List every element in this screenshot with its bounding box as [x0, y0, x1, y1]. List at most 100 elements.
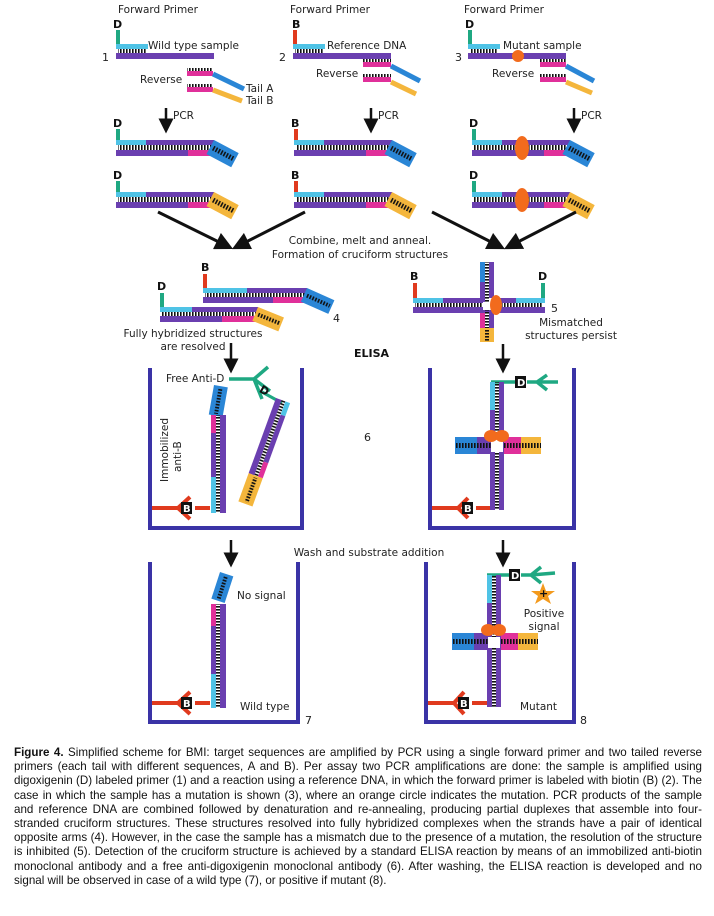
mutation-marker — [492, 624, 506, 636]
base-pairs — [296, 197, 392, 202]
well-6-mutant-elisa: D B — [428, 368, 576, 530]
digoxigenin-tag: D — [538, 270, 547, 283]
base-pairs — [295, 49, 323, 53]
strand-segment — [544, 202, 570, 208]
strand-segment — [490, 410, 495, 510]
dig-tag-box — [509, 569, 520, 581]
combine-label-line2: Formation of cruciform structures — [272, 249, 448, 261]
well-6-wild-type-elisa: Free Anti-D D Immobilized anti-B — [148, 365, 304, 530]
strand-segment — [203, 297, 273, 303]
sample-label: Reference DNA — [327, 40, 407, 52]
arrow-2-to-4 — [231, 210, 306, 250]
base-pairs — [244, 477, 258, 503]
strand-segment — [472, 202, 544, 208]
tail-b — [389, 79, 418, 97]
panel-number: 3 — [455, 51, 462, 64]
label-stem — [160, 293, 164, 307]
bmi-scheme-figure: Forward Primer D Wild type sample 1 Reve… — [102, 4, 617, 727]
strand-segment — [494, 298, 516, 303]
strand-segment — [116, 150, 188, 156]
biotin-tag: B — [201, 261, 209, 274]
forward-primer-label: Forward Primer — [118, 4, 199, 16]
panel-number: 5 — [551, 302, 558, 315]
biotin-tag: B — [183, 699, 191, 710]
strand-segment — [211, 423, 216, 478]
reverse-primer-b — [363, 77, 391, 82]
base-pairs — [187, 68, 213, 71]
base-pairs — [389, 197, 413, 214]
mutation-marker — [481, 624, 495, 636]
strand-segment — [294, 202, 366, 208]
tail-a — [211, 71, 246, 92]
strand-segment — [160, 307, 192, 312]
base-pairs — [118, 197, 214, 202]
panel-number: 1 — [102, 51, 109, 64]
reverse-primer-a — [540, 62, 566, 67]
arrow-1-to-4 — [157, 210, 234, 250]
signal-star-icon — [531, 583, 555, 604]
well-outline — [424, 562, 576, 724]
panel-2-reference: Forward Primer B Reference DNA 2 Reverse — [279, 4, 422, 97]
strand-segment — [366, 150, 392, 156]
strand-segment — [413, 307, 545, 313]
strand-segment — [480, 262, 485, 282]
base-pairs — [305, 293, 331, 308]
positive-label-line2: signal — [528, 621, 559, 633]
reverse-primer-b — [540, 77, 566, 82]
biotin-tag: B — [460, 699, 468, 710]
pcr-label-3: PCR — [581, 110, 602, 122]
strand-segment — [294, 192, 324, 197]
base-pairs — [389, 145, 413, 162]
resolved-label-line2: are resolved — [160, 341, 225, 353]
reverse-primer-a — [363, 62, 391, 67]
tail-b-label: Tail B — [245, 95, 274, 107]
tail-a-label: Tail A — [245, 83, 274, 95]
base-pairs — [256, 312, 281, 326]
strand-segment — [489, 262, 494, 298]
sample-label: Mutant sample — [503, 40, 582, 52]
digoxigenin-tag: D — [113, 169, 122, 182]
junction — [483, 302, 491, 310]
strand-segment — [188, 150, 214, 156]
primer-label-stem — [116, 30, 120, 46]
tail-arm — [384, 192, 417, 220]
base-pairs — [470, 49, 498, 53]
strand-segment — [116, 140, 146, 145]
base-pairs — [211, 197, 235, 214]
strand-segment — [116, 202, 188, 208]
combine-arrows — [157, 210, 577, 250]
base-pairs — [567, 145, 591, 162]
strand-segment — [489, 313, 494, 328]
primer-label-stem — [468, 30, 472, 46]
strand-segment — [211, 415, 216, 433]
tail-arm — [562, 140, 595, 168]
biotin-tag-box — [462, 502, 473, 514]
biotin-tag: B — [291, 117, 299, 130]
strand-segment — [263, 414, 286, 464]
label-stem — [541, 283, 545, 299]
tail-a-arm — [211, 572, 234, 603]
label-stem — [116, 181, 120, 193]
base-pairs — [214, 387, 223, 415]
strand-segment — [480, 282, 485, 298]
biotin-tag: B — [410, 270, 418, 283]
dig-tag-box — [515, 376, 526, 388]
base-pairs — [216, 415, 220, 513]
label-stem — [294, 181, 298, 193]
strand-segment — [146, 192, 214, 197]
digoxigenin-tag: D — [157, 280, 166, 293]
tail-arm — [206, 140, 239, 168]
anti-d-antibody — [527, 373, 558, 392]
strand-segment — [472, 140, 502, 145]
anti-d-antibody — [521, 565, 556, 585]
primer-label-stem — [293, 30, 297, 46]
digoxigenin-tag: D — [113, 117, 122, 130]
base-pairs — [162, 312, 258, 316]
tail-a — [564, 63, 596, 84]
panel-number: 2 — [279, 51, 286, 64]
strand-segment — [502, 192, 570, 197]
strand-segment — [324, 192, 392, 197]
biotin-tag-box — [458, 697, 469, 709]
forward-primer-label: Forward Primer — [464, 4, 545, 16]
